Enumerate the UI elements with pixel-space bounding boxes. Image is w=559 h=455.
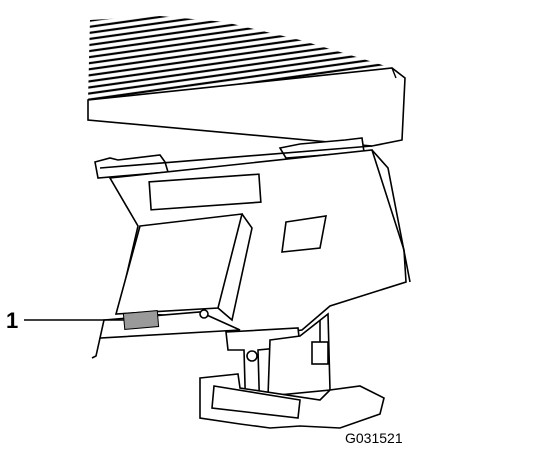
figure-code: G031521 [345, 430, 403, 446]
safety-decal [122, 310, 160, 330]
spinner-assembly [199, 309, 385, 429]
callout-number: 1 [6, 308, 19, 333]
hopper-top [87, 16, 406, 147]
